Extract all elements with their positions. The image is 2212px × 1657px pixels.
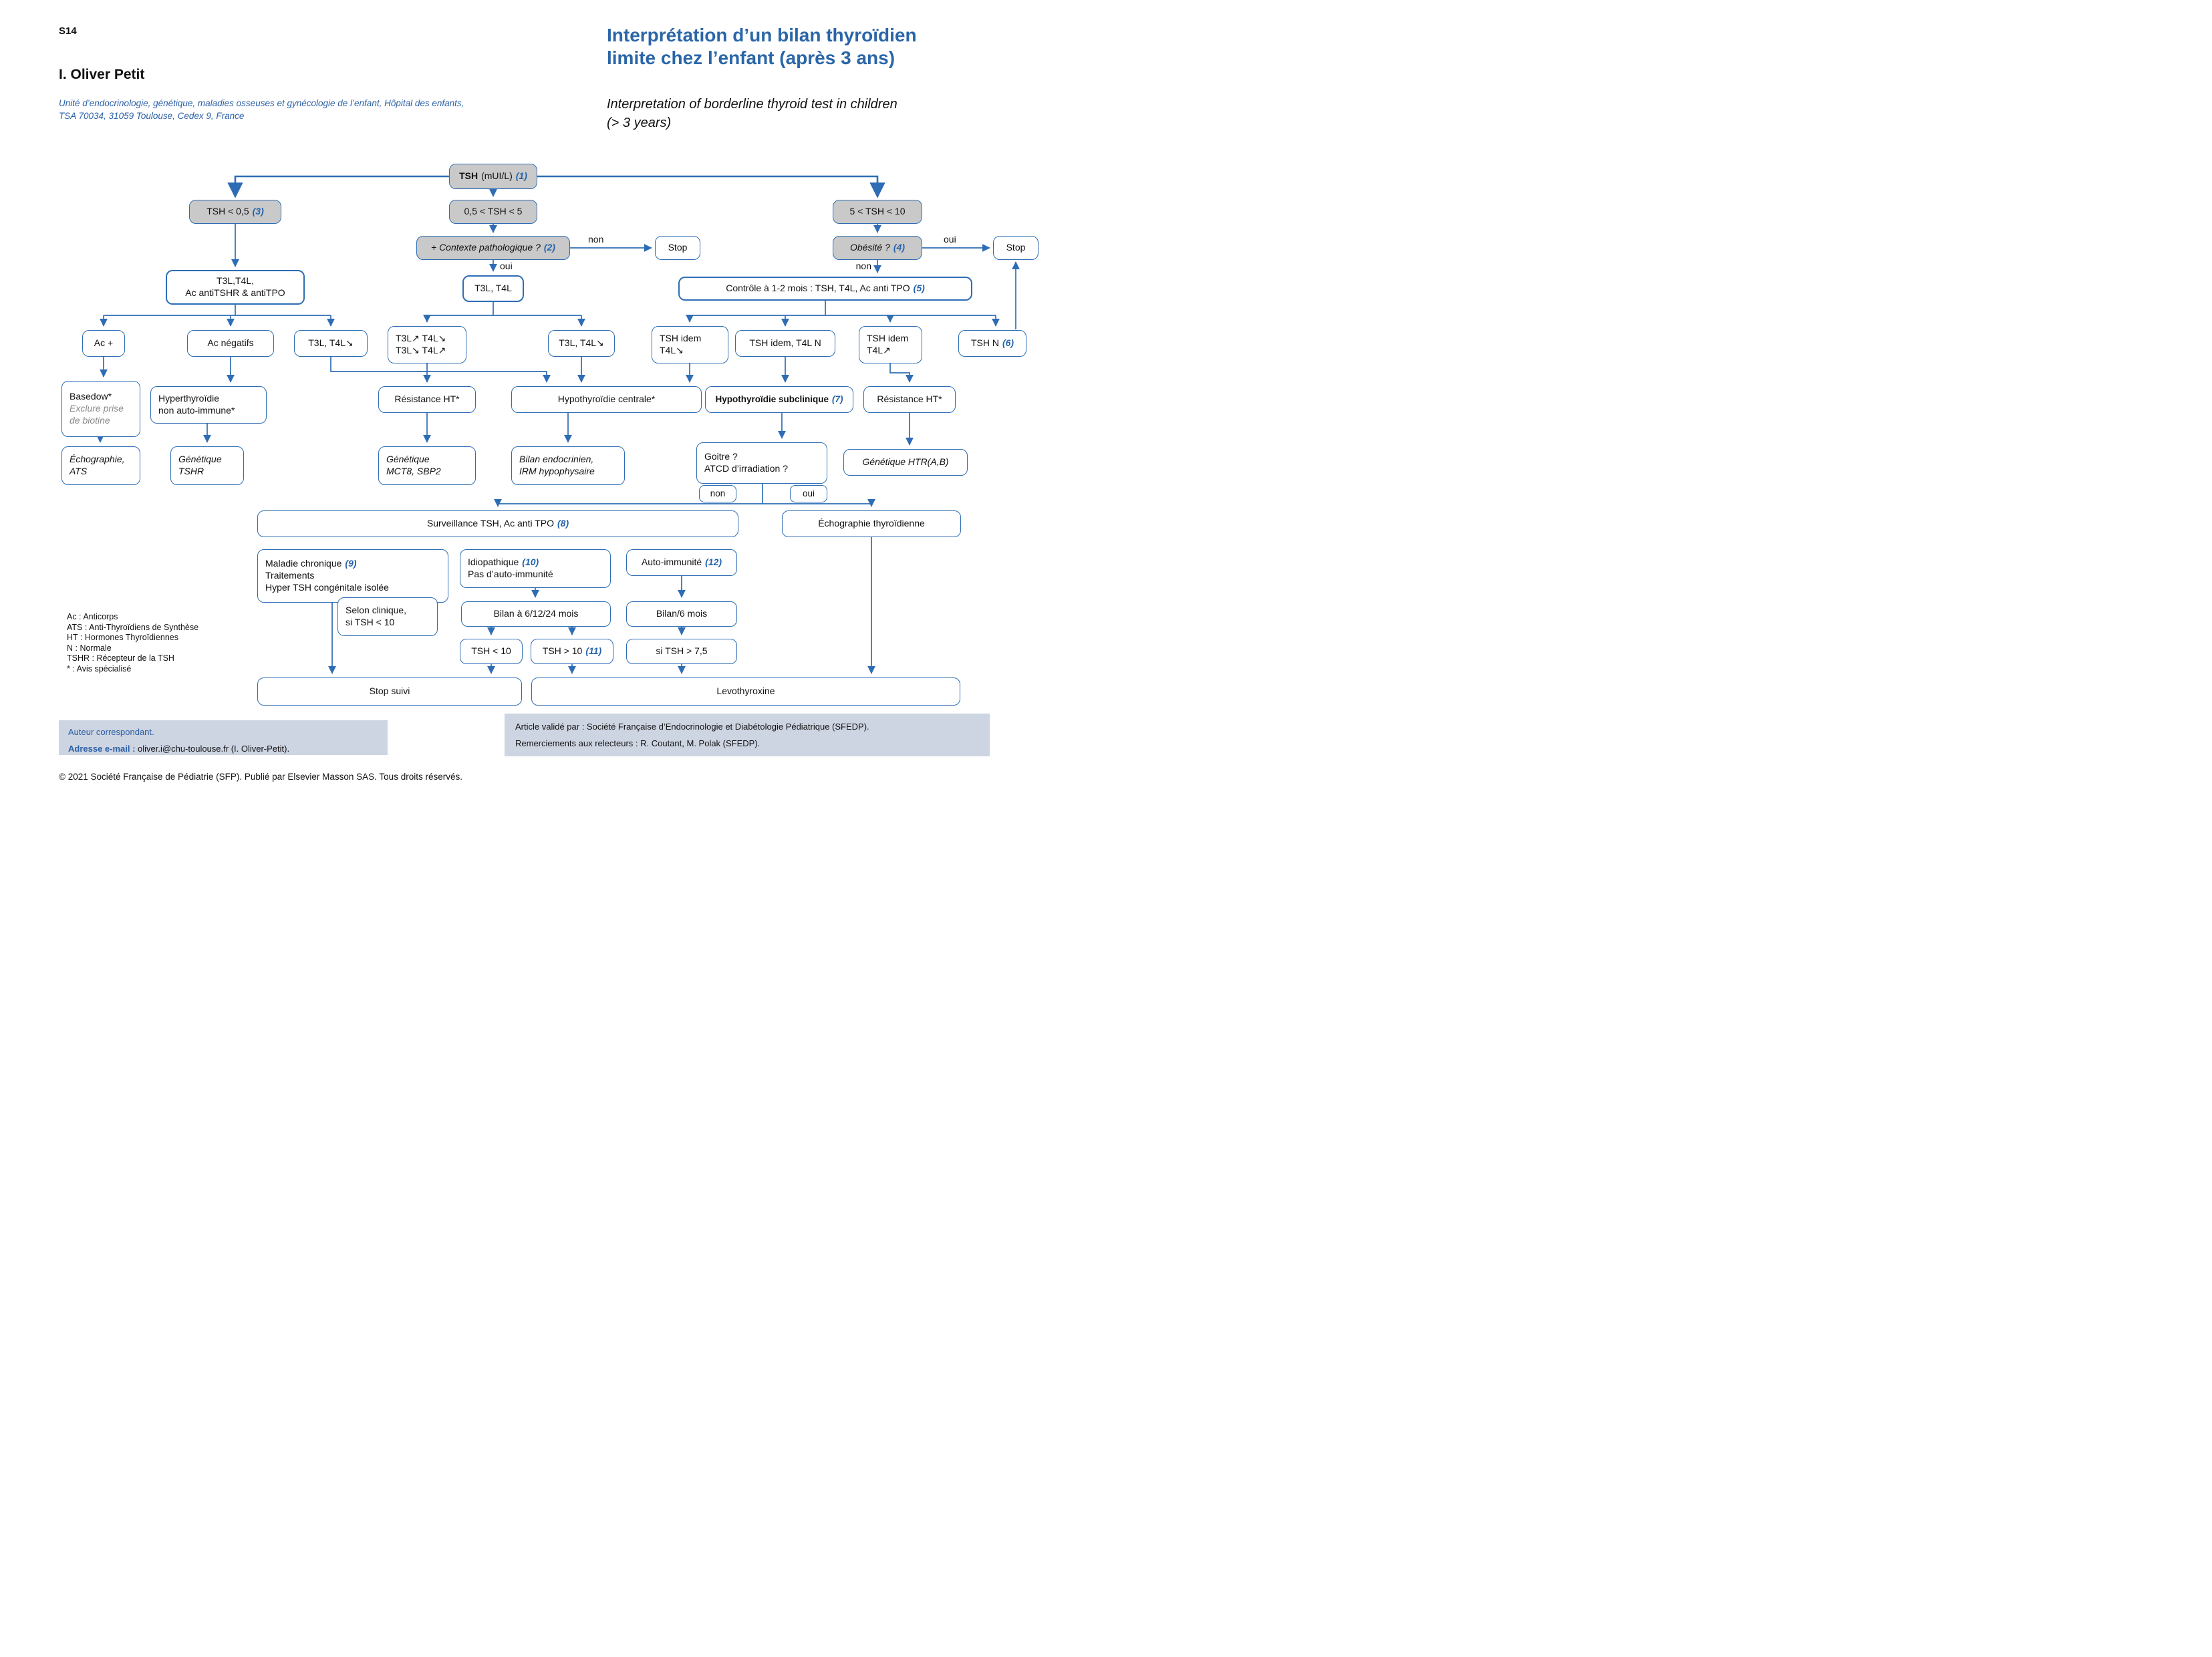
page-title-english: Interpretation of borderline thyroid tes…: [607, 97, 897, 130]
abbreviations-legend: Ac : Anticorps ATS : Anti-Thyroïdiens de…: [67, 612, 198, 674]
page-title-french: Interprétation d’un bilan thyroïdien lim…: [607, 25, 917, 69]
node-hypothyroidie-centrale: Hypothyroïdie centrale*: [511, 386, 702, 413]
node-tsh-normale: TSH N(6): [958, 330, 1026, 357]
node-levothyroxine: Levothyroxine: [531, 677, 960, 706]
copyright-line: © 2021 Société Française de Pédiatrie (S…: [59, 772, 462, 782]
node-hypothyroidie-subclinique: Hypothyroïdie subclinique(7): [705, 386, 853, 413]
node-surveillance-tsh: Surveillance TSH, Ac anti TPO(8): [257, 510, 738, 537]
legend-line: TSHR : Récepteur de la TSH: [67, 653, 174, 663]
node-t3l-t4l-discordant: T3L↗ T4L↘T3L↘ T4L↗: [388, 326, 466, 363]
flow-connectors: [96, 175, 1020, 674]
edge-label-oui: oui: [944, 234, 956, 245]
author-affiliation: Unité d’endocrinologie, génétique, malad…: [59, 98, 464, 121]
node-tsh-inf-10: TSH < 10: [460, 639, 523, 664]
node-tsh-mid: 0,5 < TSH < 5: [449, 200, 537, 224]
node-echographie-thyroidienne: Échographie thyroïdienne: [782, 510, 961, 537]
node-stop-2: Stop: [993, 236, 1039, 260]
edge-label-oui: oui: [500, 261, 513, 271]
legend-line: ATS : Anti-Thyroïdiens de Synthèse: [67, 622, 199, 632]
node-stop-suivi: Stop suivi: [257, 677, 522, 706]
node-bilan-endocrinien-irm: Bilan endocrinien,IRM hypophysaire: [511, 446, 625, 485]
node-obesite: Obésité ?(4): [833, 236, 922, 260]
node-contexte-pathologique: + Contexte pathologique ?(2): [416, 236, 570, 260]
correspondent-box: Auteur correspondant. Adresse e-mail : o…: [59, 720, 388, 755]
node-non: non: [699, 485, 736, 502]
node-si-tsh-sup-75: si TSH > 7,5: [626, 639, 737, 664]
node-tsh-low: TSH < 0,5(3): [189, 200, 281, 224]
node-t3l-t4l: T3L, T4L: [462, 275, 524, 302]
edge-label-non: non: [588, 234, 604, 245]
node-resistance-ht-1: Résistance HT*: [378, 386, 476, 413]
legend-line: HT : Hormones Thyroïdiennes: [67, 633, 178, 642]
node-idiopathique: Idiopathique(10) Pas d’auto-immunité: [460, 549, 611, 588]
node-resistance-ht-2: Résistance HT*: [863, 386, 956, 413]
node-bilan-6-12-24: Bilan à 6/12/24 mois: [461, 601, 611, 627]
node-selon-clinique: Selon clinique,si TSH < 10: [337, 597, 438, 636]
node-controle-1-2-mois: Contrôle à 1-2 mois : TSH, T4L, Ac anti …: [678, 277, 972, 301]
node-ac-plus: Ac +: [82, 330, 125, 357]
page-number: S14: [59, 25, 77, 37]
node-oui: oui: [790, 485, 827, 502]
author-name: I. Oliver Petit: [59, 67, 145, 82]
node-auto-immunite: Auto-immunité(12): [626, 549, 737, 576]
node-tsh: TSH(mUI/L)(1): [449, 164, 537, 189]
node-tsh-idem-t4l-n: TSH idem, T4L N: [735, 330, 835, 357]
validation-box: Article validé par : Société Française d…: [505, 714, 990, 756]
node-tsh-sup-10: TSH > 10(11): [531, 639, 613, 664]
node-t3l-t4l-down-2: T3L, T4L↘: [548, 330, 615, 357]
edge-label-non: non: [855, 261, 871, 271]
legend-line: N : Normale: [67, 643, 112, 653]
node-t3l-t4l-ac: T3L,T4L,Ac antiTSHR & antiTPO: [166, 270, 305, 305]
legend-line: * : Avis spécialisé: [67, 663, 132, 673]
node-echographie-ats: Échographie,ATS: [61, 446, 140, 485]
node-maladie-chronique: Maladie chronique(9) Traitements Hyper T…: [257, 549, 448, 603]
node-bilan-6-mois: Bilan/6 mois: [626, 601, 737, 627]
node-goitre-atcd: Goitre ?ATCD d’irradiation ?: [696, 442, 827, 484]
node-t3l-t4l-down-1: T3L, T4L↘: [294, 330, 368, 357]
node-genetique-htr: Génétique HTR(A,B): [843, 449, 968, 476]
page: S14 I. Oliver Petit Unité d’endocrinolog…: [0, 0, 1106, 828]
node-ac-negatifs: Ac négatifs: [187, 330, 274, 357]
node-stop-1: Stop: [655, 236, 700, 260]
legend-line: Ac : Anticorps: [67, 612, 118, 621]
node-tsh-high: 5 < TSH < 10: [833, 200, 922, 224]
node-basedow: Basedow* Exclure prise de biotine: [61, 381, 140, 437]
